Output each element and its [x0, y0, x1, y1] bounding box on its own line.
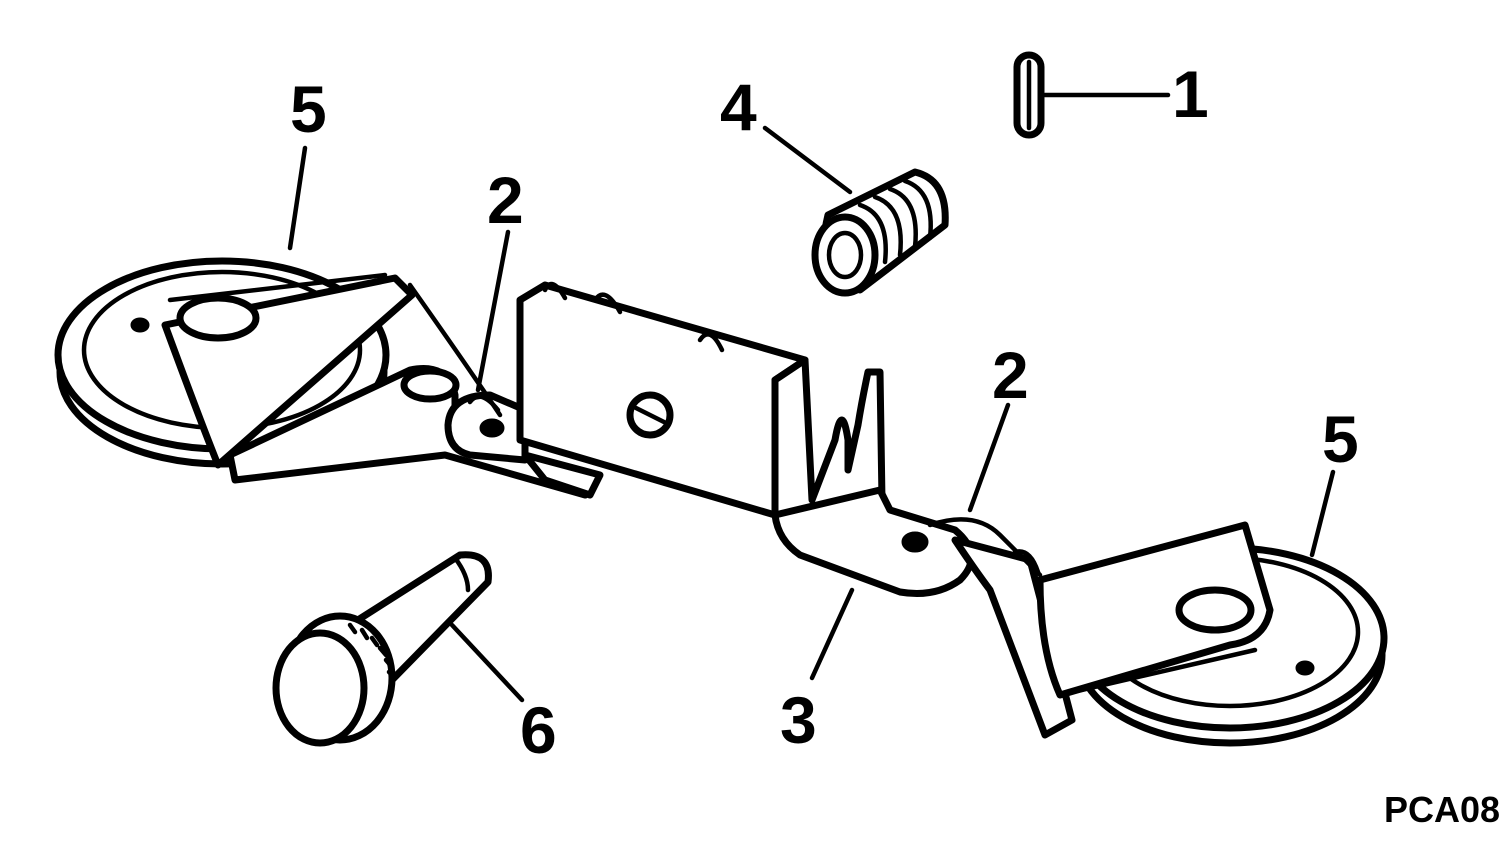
idler-arm-part-3 [226, 281, 1076, 739]
leader-line-3 [809, 587, 855, 681]
figure-id: PCA08 [1384, 789, 1500, 830]
retaining-clip-right-part-2 [927, 517, 1043, 578]
coil-spring-part-4 [811, 168, 949, 297]
leader-line-5-right [1309, 469, 1336, 558]
callout-6: 6 [520, 693, 557, 767]
leader-line-5-left [287, 145, 308, 251]
callout-3: 3 [780, 683, 817, 757]
callout-2-right: 2 [992, 338, 1029, 412]
leader-line-4 [762, 125, 853, 195]
leader-line-2-left [475, 229, 511, 393]
knurled-bolt-part-6 [272, 551, 492, 747]
cotter-pin-part-1 [1013, 51, 1045, 139]
callout-1: 1 [1172, 57, 1209, 131]
callout-5-left: 5 [290, 72, 327, 146]
callout-2-left: 2 [487, 163, 524, 237]
callout-4: 4 [720, 70, 757, 144]
leader-line-2-right [967, 402, 1011, 513]
idler-pulley-right-part-5 [1036, 521, 1388, 747]
leader-line-6 [449, 622, 525, 703]
callout-5-right: 5 [1322, 402, 1359, 476]
idler-pulley-left-part-5 [54, 257, 416, 469]
retaining-clip-left-part-2 [407, 282, 503, 418]
